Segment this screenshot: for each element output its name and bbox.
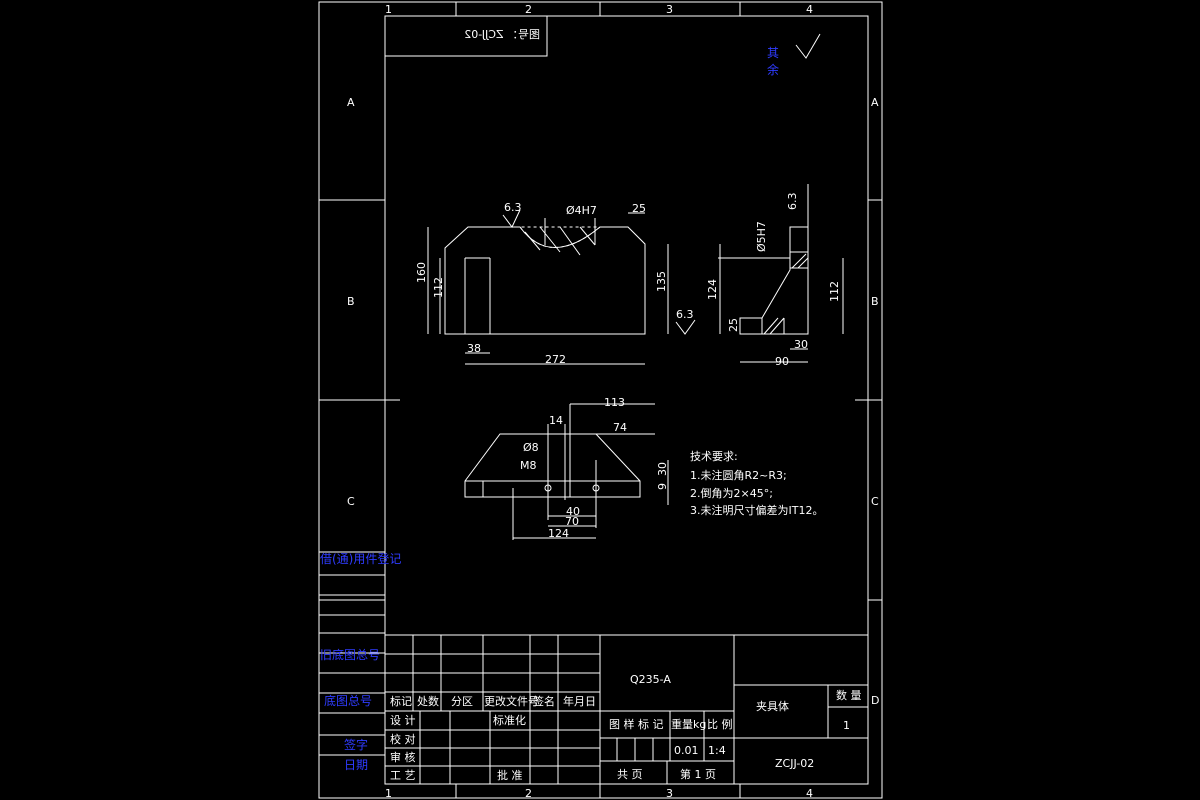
dim-ra-front: 6.3: [504, 201, 522, 214]
grid-row-b: B: [347, 295, 355, 308]
roughness-front-2-icon: [675, 319, 696, 335]
tech-req-title: 技术要求:: [690, 450, 738, 463]
title-block: [385, 634, 868, 784]
tb-qty: 1: [843, 719, 850, 732]
tb-weight: 0.01: [674, 744, 699, 757]
top-view: [464, 403, 669, 540]
side-table: [319, 551, 385, 756]
dim-38: 38: [467, 342, 481, 355]
tb-scale: 1:4: [708, 744, 726, 757]
grid-row-d-right: D: [871, 694, 879, 707]
zone-grid: [319, 2, 882, 798]
remaining-label: 其: [767, 46, 779, 60]
side-table-2: 旧底图总号: [320, 647, 380, 662]
tb-sheet-index: 第 1 页: [680, 767, 716, 781]
remaining-label-2: 余: [767, 62, 779, 77]
dim-272: 272: [545, 353, 566, 366]
tb-h-sign: 签名: [533, 694, 555, 708]
dim-25-side: 25: [727, 318, 740, 332]
tb-stage: 图 样 标 记: [609, 717, 664, 731]
dim-74: 74: [613, 421, 627, 434]
dim-ra-side: 6.3: [786, 193, 799, 211]
dim-m8: M8: [520, 459, 537, 472]
dim-d8: Ø8: [523, 441, 539, 454]
dim-ra-front-2: 6.3: [676, 308, 694, 321]
dim-30-side: 30: [794, 338, 808, 351]
dim-112-front: 112: [432, 277, 445, 298]
drawing-number-mirrored: 图号： ZCJJ-02: [464, 28, 540, 41]
tb-scale-label: 比 例: [707, 717, 733, 731]
dim-112-side: 112: [828, 281, 841, 302]
grid-col-2-bottom: 2: [525, 787, 532, 800]
side-table-4: 签字: [344, 737, 368, 752]
tech-req-item-1: 1.未注圆角R2~R3;: [690, 468, 787, 482]
tb-approve: 批 准: [497, 768, 523, 782]
dim-hole-side: Ø5H7: [755, 221, 768, 252]
tb-standard: 标准化: [493, 713, 526, 727]
tb-part-name: 夹具体: [756, 699, 789, 713]
tb-h-date: 年月日: [563, 694, 596, 708]
side-view: [718, 184, 844, 363]
dim-9: 9: [656, 483, 669, 490]
dim-25-front: 25: [632, 202, 646, 215]
tech-req-item-2: 2.倒角为2×45°;: [690, 487, 773, 500]
tb-h-count: 处数: [417, 695, 439, 708]
side-table-3: 底图总号: [324, 693, 372, 708]
tb-design: 设 计: [390, 714, 416, 727]
tb-h-zone: 分区: [451, 695, 473, 708]
grid-col-4: 4: [806, 3, 813, 16]
dim-30-top: 30: [656, 462, 669, 476]
dim-124-top: 124: [548, 527, 569, 540]
inner-frame: [384, 15, 869, 785]
dim-40: 40: [566, 505, 580, 518]
tb-weight-label: 重量kg: [671, 717, 706, 731]
tech-req-item-3: 3.未注明尺寸偏差为IT12。: [690, 503, 823, 517]
side-table-1: 借(通)用件登记: [320, 551, 401, 566]
grid-row-a: A: [347, 96, 355, 109]
roughness-front-icon: [502, 209, 521, 228]
dim-135: 135: [655, 271, 668, 292]
roughness-symbol-icon: [795, 33, 821, 59]
tb-sheet-total: 共 页: [617, 768, 643, 781]
tb-qty-label: 数 量: [836, 689, 862, 702]
tb-material: Q235-A: [630, 673, 671, 686]
grid-col-2: 2: [525, 3, 532, 16]
dim-hole-front: Ø4H7: [566, 204, 597, 217]
grid-row-b-right: B: [871, 295, 879, 308]
grid-row-c-right: C: [871, 495, 879, 508]
dim-160: 160: [415, 262, 428, 283]
drawing-number-box: [384, 15, 548, 57]
grid-col-3-bottom: 3: [666, 787, 673, 800]
dim-14: 14: [549, 414, 563, 427]
tb-h-doc: 更改文件号: [484, 694, 539, 708]
tb-process: 工 艺: [390, 769, 416, 782]
tb-review: 审 核: [390, 750, 416, 764]
dim-70: 70: [565, 515, 579, 528]
grid-col-3: 3: [666, 3, 673, 16]
grid-col-1-bottom: 1: [385, 787, 392, 800]
side-table-5: 日期: [344, 758, 368, 772]
dim-113: 113: [604, 396, 625, 409]
front-view: [427, 212, 669, 365]
tb-check: 校 对: [390, 732, 416, 746]
grid-row-a-right: A: [871, 96, 879, 109]
dim-124-side: 124: [706, 279, 719, 300]
grid-col-1: 1: [385, 3, 392, 16]
tb-drawing-code: ZCJJ-02: [775, 757, 814, 770]
tb-h-mark: 标记: [390, 694, 412, 708]
grid-col-4-bottom: 4: [806, 787, 813, 800]
dim-90: 90: [775, 355, 789, 368]
grid-row-c: C: [347, 495, 355, 508]
